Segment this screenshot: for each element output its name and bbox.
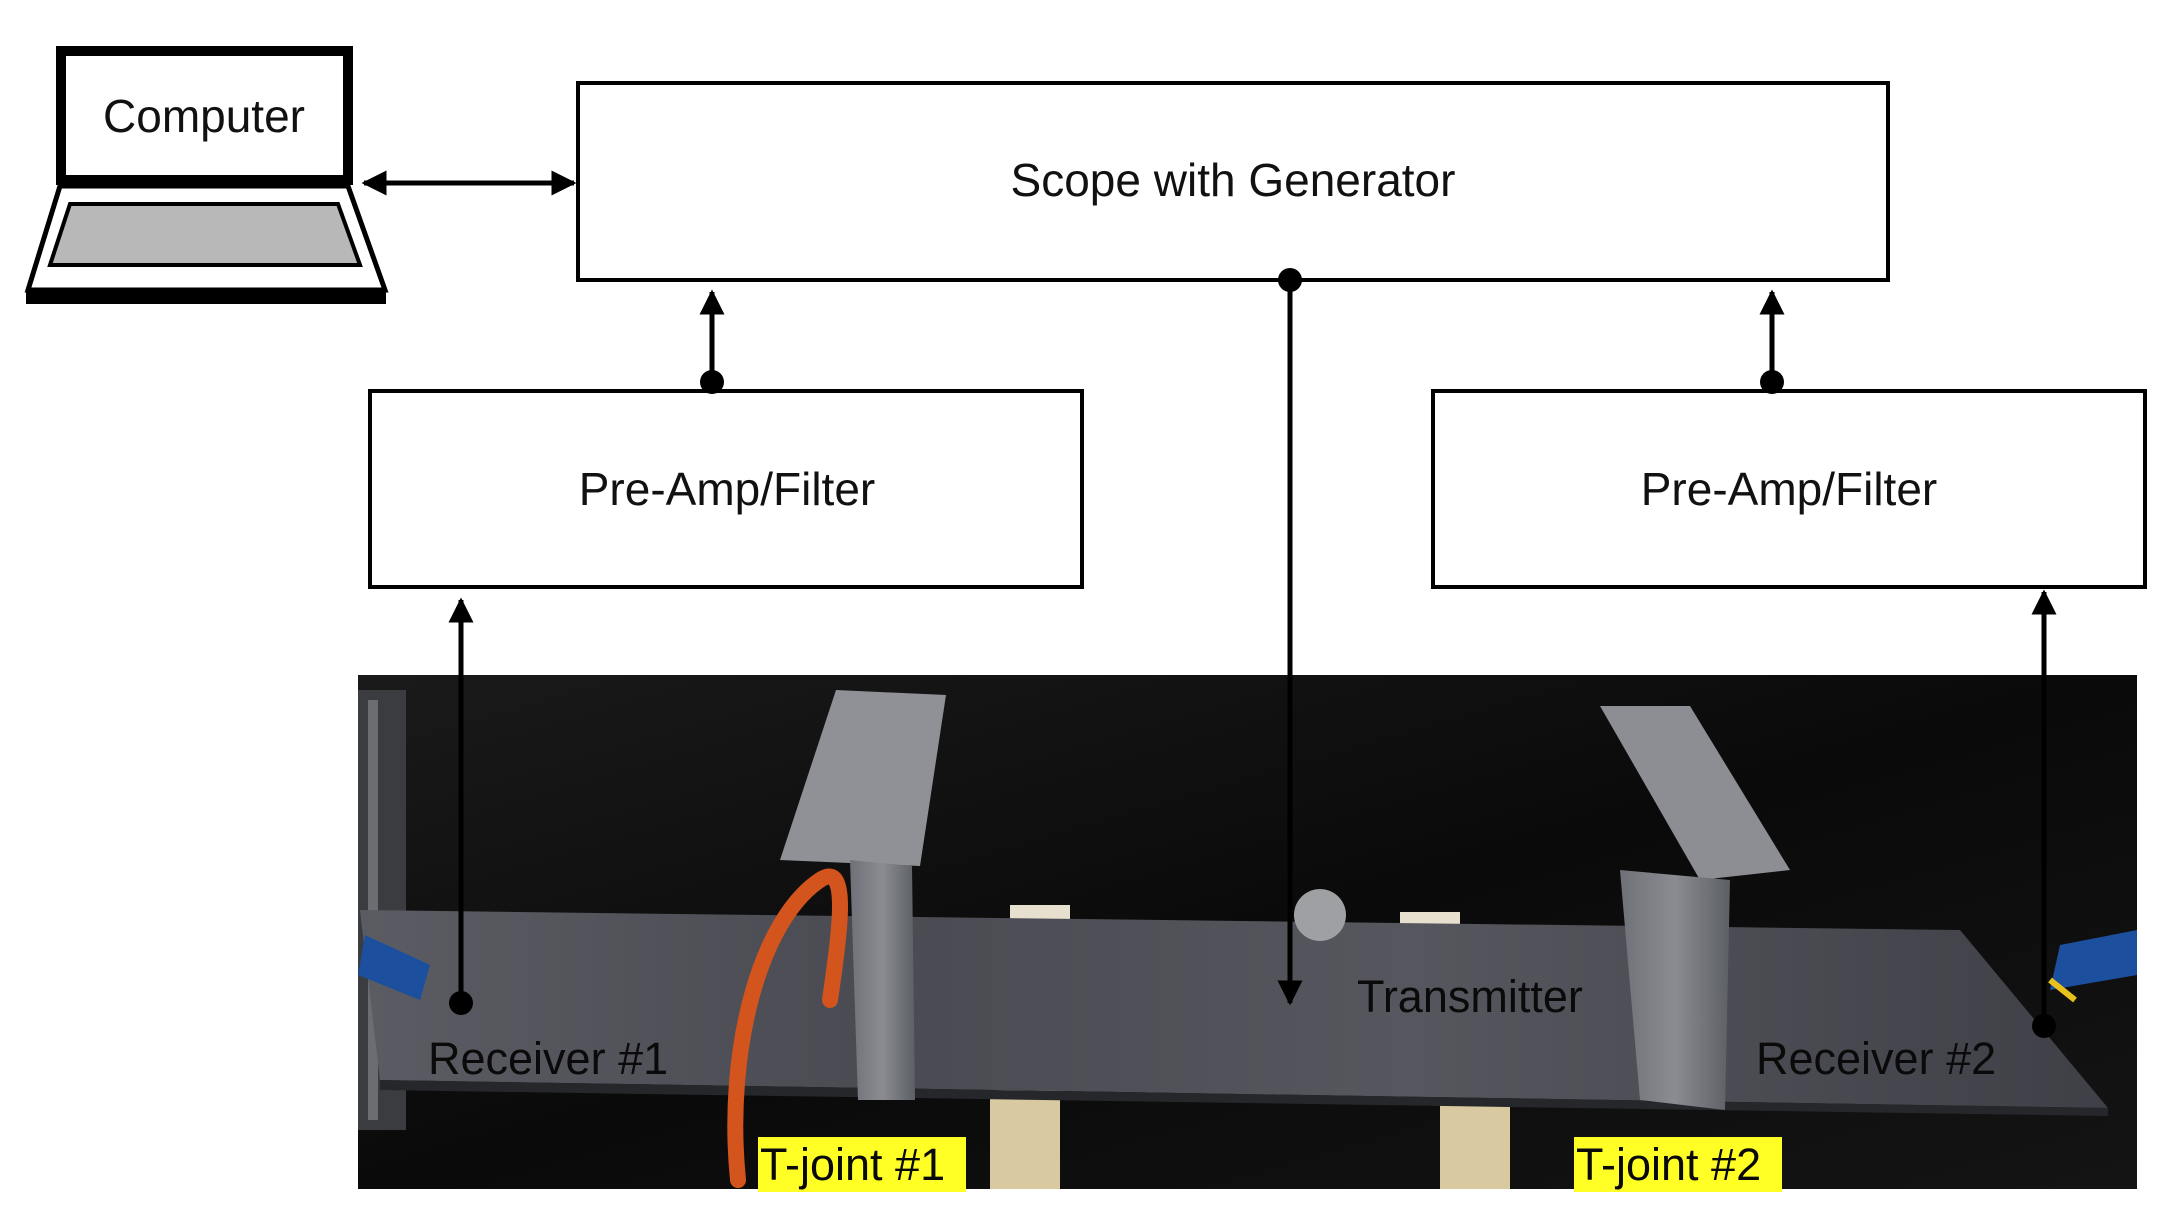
computer-laptop-icon [24,46,389,304]
receiver1-sensor-dot [449,991,473,1015]
tjoint1-highlight [758,1137,966,1192]
connectors [361,170,2057,1026]
receiver1-label: Receiver #1 [428,1033,668,1084]
t-joint-1 [780,690,946,1100]
tjoint1-label: T-joint #1 [760,1139,945,1190]
t-joint-2 [1600,706,1790,1110]
preamp-filter-left-box [368,389,1084,589]
receiver2-label: Receiver #2 [1756,1033,1996,1084]
experiment-photo [358,675,2137,1189]
scope-generator-label: Scope with Generator [1011,154,1456,206]
preamp-filter-right-box [1431,389,2147,589]
tjoint2-highlight [1574,1137,1782,1192]
preamp-filter-left-label: Pre-Amp/Filter [579,463,875,515]
receiver2-sensor-dot [2032,1014,2056,1038]
transmitter-label: Transmitter [1357,971,1583,1022]
connection-dots [449,268,2056,1038]
computer-label: Computer [103,90,305,142]
preamp-filter-right-label: Pre-Amp/Filter [1641,463,1937,515]
tjoint2-label: T-joint #2 [1576,1139,1761,1190]
scope-generator-box [576,81,1890,282]
